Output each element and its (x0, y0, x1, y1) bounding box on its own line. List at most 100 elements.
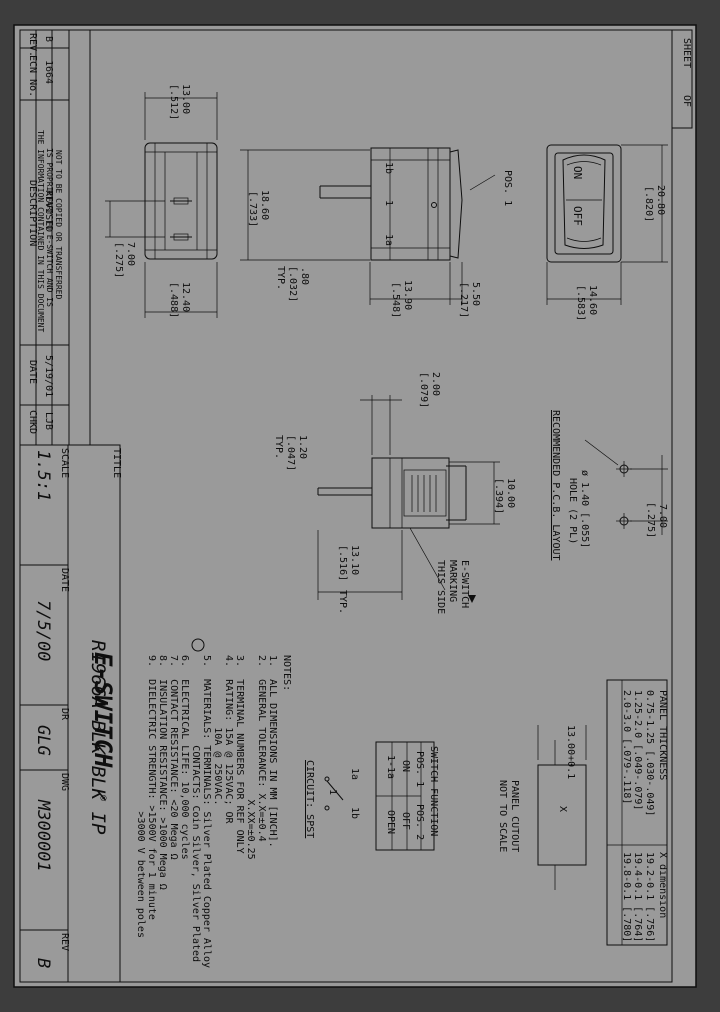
side-length-dim-in: [.733] (247, 191, 258, 227)
top-width-dim: 13.00 (180, 84, 191, 114)
bottom-b-dim-in: [.047] (285, 435, 296, 471)
side-length-dim: 18.60 (259, 190, 270, 220)
bottom-view-ribs (411, 475, 437, 512)
front-width-dim-in: [.583] (575, 285, 586, 321)
pcb-layout-title: RECOMMENDED P.C.B. LAYOUT (550, 410, 561, 561)
note-4b: 10A @ 250VAC. (212, 655, 223, 806)
panel-row-2-x: 19.4-0.1 [.764] (632, 852, 643, 942)
bottom-b-typ: TYP. (273, 435, 284, 459)
circuit-t1a: 1a (349, 768, 360, 780)
note-9b: >3000 V between poles (135, 655, 146, 938)
note-5b: CONTACTS: Coin Silver, Silver Plated (190, 655, 201, 962)
e-switch-logo: E-SWITCH (89, 652, 117, 768)
description-header: DESCRIPTION (27, 180, 38, 246)
dr-value: GLG (33, 725, 53, 756)
switch-row-2-pos2: OPEN (385, 810, 396, 834)
pin-thk-dim-in: [.032] (287, 266, 298, 302)
chkd-header: CHKD (27, 410, 38, 434)
disclaimer-line-2: IS PROPRIETARY TO E-SWITCH AND IS (45, 148, 54, 307)
bottom-c-dim-in: [.394] (493, 478, 504, 514)
top-pin-dim-in: [.275] (113, 242, 124, 278)
title-block: SCALE 1.5:1 DATE 7/5/00 DR GLG DWG M3000… (19, 444, 122, 983)
front-view: ON OFF 20.80 [.820] 14.60 [.583] (546, 144, 668, 321)
dr-label: DR (59, 708, 70, 721)
pcb-dim-in: [.275] (645, 502, 656, 538)
top-pin-dim: 7.00 (125, 242, 136, 266)
switch-function-table: SWITCH FUNCTION POS. 1 POS. 2 ON OFF 1-1… (375, 741, 439, 851)
switch-function-title: SWITCH FUNCTION (428, 746, 439, 836)
top-width-dim-in: [.512] (168, 84, 179, 120)
top-depth-dim-in: [.488] (168, 282, 179, 318)
sheet-of-label: OF (681, 95, 692, 107)
sheet-label: SHEET (681, 38, 692, 68)
marking-line-1: E-SWITCH (459, 560, 470, 608)
description-value: REVISED (43, 190, 54, 232)
bottom-a-dim-in: [.079] (418, 372, 429, 408)
bottom-d-dim-in: [.516] (337, 545, 348, 581)
pcb-hole-spec: ø 1.40 [.055] (579, 470, 590, 548)
pin-1a-label: 1a (383, 234, 394, 246)
panel-row-1-thk: 0.75-1.25 [.030-.049] (644, 690, 655, 816)
panel-row-2-thk: 1.25-2.0 [.049-.079] (632, 690, 643, 810)
note-1: 1. ALL DIMENSIONS IN MM [INCH]. (267, 655, 278, 848)
panel-row-1-x: 19.2-0.1 [.756] (644, 852, 655, 942)
title-value: R1966A BLK BLK IP (87, 640, 109, 835)
off-label: OFF (571, 206, 584, 226)
bottom-c-dim: 10.00 (505, 478, 516, 508)
scale-value: 1.5:1 (33, 450, 53, 501)
circuit-t1: 1 (327, 789, 338, 795)
bottom-b-dim: 1.20 (297, 435, 308, 459)
switch-col-pos1: POS. 1 (414, 751, 425, 787)
ecn-header: ECN No. (27, 55, 38, 97)
note-6: 6. ELECTRICAL LIFE: 10,000 cycles (179, 655, 190, 860)
side-view: 1b 1 1a POS. 1 13.90 [.548] 5.50 [.217] … (240, 147, 513, 318)
panel-header-thickness: PANEL THICKNESS (657, 690, 668, 780)
note-7: 7. CONTACT RESISTANCE: <20 Mega Ω (168, 655, 179, 860)
title-rev-label: REV (59, 933, 70, 951)
switch-row-1-pos2: OFF (400, 812, 411, 830)
top-view: 13.00 [.512] 12.40 [.488] 7.00 [.275] (105, 84, 218, 318)
front-width-dim: 14.60 (587, 285, 598, 315)
cutout-x-label: X (557, 806, 568, 812)
panel-header-x: X dimension (657, 852, 668, 918)
front-height-dim-in: [.820] (643, 186, 654, 222)
cutout-y-dim: 13.00+0.1 (565, 725, 576, 779)
revision-marker-icon (191, 638, 205, 652)
disclaimer-line-1: THE INFORMATION CONTAINED IN THIS DOCUME… (36, 130, 45, 332)
chkd-value: LJB (43, 412, 54, 430)
disclaimer-line-3: NOT TO BE COPIED OR TRANSFERRED (54, 150, 63, 299)
side-body-dim: 13.90 (402, 280, 413, 310)
circuit-diagram: CIRCUIT: SPST 1a 1 1b (304, 760, 360, 838)
title-label: TITLE (111, 448, 122, 478)
notes: NOTES: 1. ALL DIMENSIONS IN MM [INCH]. 2… (135, 638, 292, 968)
pin-thk-typ: TYP. (275, 266, 286, 290)
pcb-dim: 7.00 (657, 504, 668, 528)
marking-line-3: THIS SIDE (435, 560, 446, 614)
note-4: 4. RATING: 15A @ 125VAC; OR (223, 655, 234, 825)
panel-cutout-title: PANEL CUTOUT (509, 780, 520, 852)
switch-row-2-pos1: 1-1a (385, 755, 396, 779)
switch-row-1-pos1: ON (400, 760, 411, 772)
on-label: ON (571, 166, 584, 179)
bottom-a-dim: 2.00 (430, 372, 441, 396)
date-value: 7/5/00 (33, 600, 53, 661)
front-height-dim: 20.80 (655, 185, 666, 215)
side-body-dim-in: [.548] (390, 282, 401, 318)
bottom-view: 2.00 [.079] 1.20 [.047] TYP. 10.00 [.394… (273, 372, 516, 614)
panel-cutout-note: NOT TO SCALE (497, 780, 508, 852)
registered-mark: ® (97, 795, 108, 802)
side-cap-dim-in: [.217] (458, 282, 469, 318)
pin-1b-label: 1b (383, 162, 394, 174)
rev-header: REV. (27, 33, 38, 57)
notes-title: NOTES: (281, 655, 292, 691)
note-8: 8. INSULATION RESISTANCE: >1000 Mega Ω (157, 655, 168, 890)
panel-row-3-x: 19.8-0.1 [.780] (621, 852, 632, 942)
note-2b: X.XX=±0.25 (245, 655, 256, 860)
side-cap-dim: 5.50 (470, 282, 481, 306)
note-2: 2. GENERAL TOLERANCE: X.X=±0.4 (256, 655, 267, 842)
pin-thk-dim: .80 (299, 267, 310, 285)
panel-cutout: PANEL CUTOUT NOT TO SCALE X 13.00+0.1 (497, 725, 587, 890)
pos1-label: POS. 1 (502, 170, 513, 206)
rev-date-value: 5/19/01 (43, 355, 54, 397)
circuit-label: CIRCUIT: SPST (304, 760, 315, 838)
